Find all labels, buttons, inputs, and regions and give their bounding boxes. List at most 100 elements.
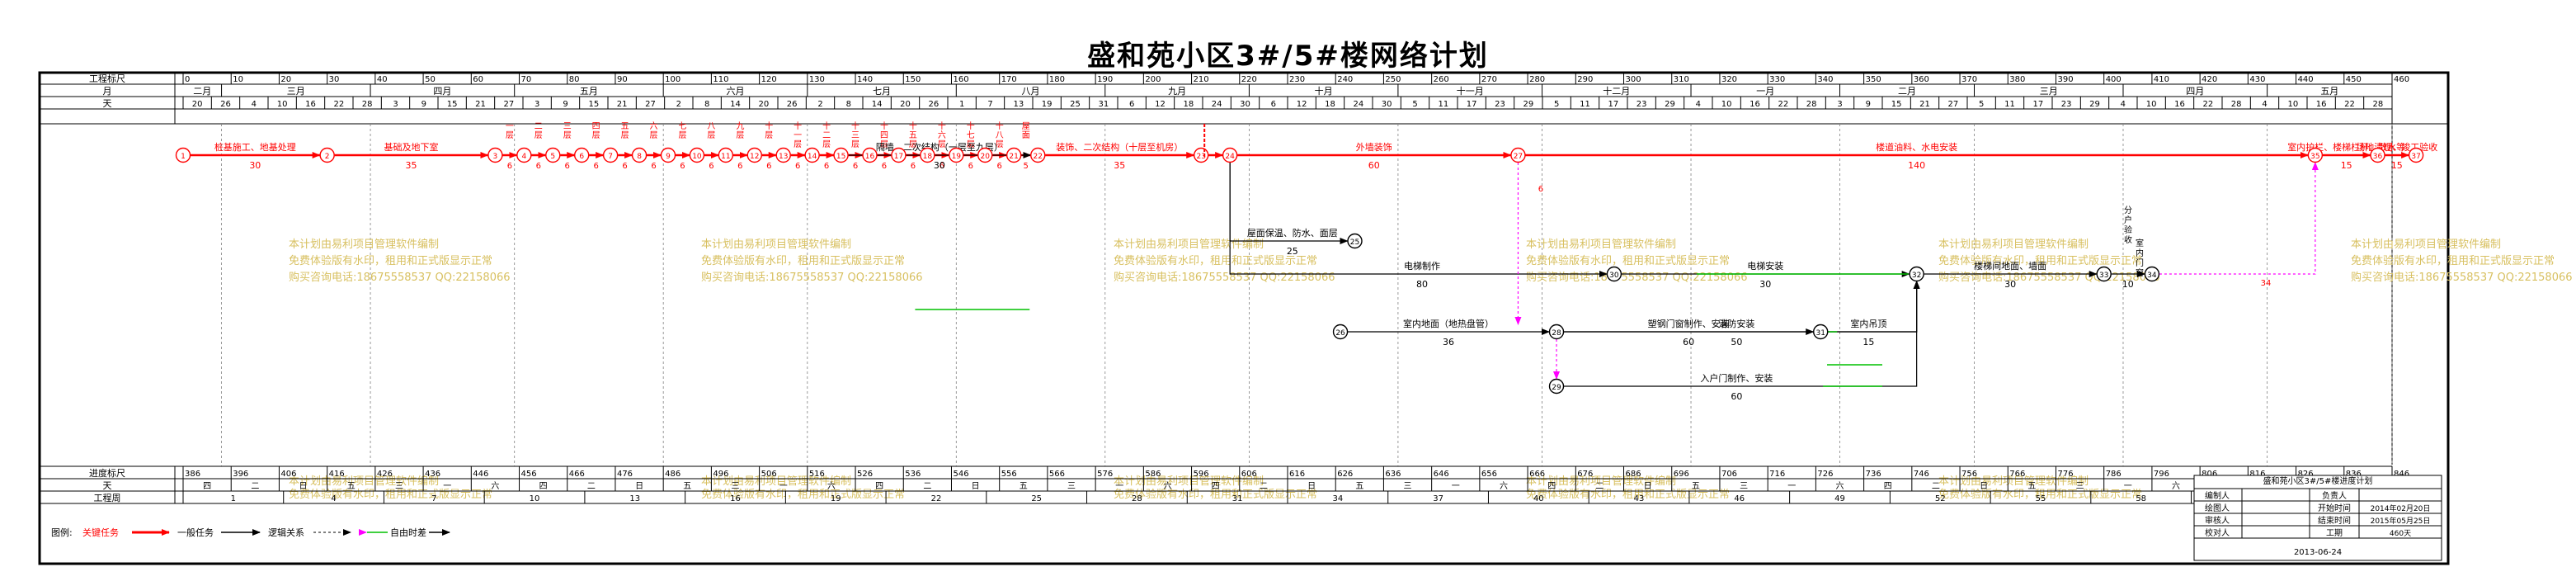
network-node[interactable] [2370, 147, 2385, 163]
week-label: 52 [1935, 494, 1946, 503]
network-node[interactable] [689, 147, 705, 163]
day-label: 10 [2146, 100, 2157, 109]
progress-scale-number: 546 [953, 470, 968, 479]
ruler-label-day: 天 [103, 98, 112, 109]
task-name: 室内地面（地热盘管） [1403, 318, 1494, 329]
network-node[interactable] [1030, 147, 1046, 163]
network-node[interactable] [718, 147, 734, 163]
task-name: 五 [909, 131, 917, 140]
task-name: 十 [822, 120, 831, 131]
task-duration: 6 [766, 162, 771, 171]
network-node[interactable] [949, 147, 964, 163]
task-name: 场地清理、竣工验收 [2356, 141, 2437, 153]
task-name: 层 [592, 130, 600, 140]
task-arrow[interactable] [1564, 281, 1920, 387]
weekday-label: 二 [1932, 482, 1940, 491]
scale-number: 370 [1961, 75, 1977, 84]
task-name: 室内吊顶 [1850, 318, 1886, 329]
task-name: 层 [563, 130, 572, 140]
network-node-number: 14 [808, 153, 817, 161]
network-node[interactable] [2408, 147, 2424, 163]
weekday-label: 一 [1115, 482, 1123, 491]
day-label: 4 [252, 100, 257, 109]
scale-number: 440 [2298, 75, 2314, 84]
watermark-text: 购买咨询电话:18675558537 QQ:22158066 [701, 271, 923, 284]
task-name: 四 [880, 131, 888, 140]
task-duration: 6 [853, 162, 858, 171]
progress-scale-number: 626 [1337, 470, 1353, 479]
network-node[interactable] [891, 147, 907, 163]
network-node-number: 34 [2147, 272, 2157, 280]
network-node[interactable] [1909, 266, 1924, 282]
day-label: 12 [1297, 100, 1307, 109]
week-label: 16 [730, 494, 741, 503]
task-name: 层 [996, 139, 1004, 149]
network-node[interactable] [804, 147, 820, 163]
week-label: 43 [1634, 494, 1645, 503]
network-node[interactable] [1813, 324, 1829, 340]
network-node[interactable] [516, 147, 532, 163]
task-name: 十 [765, 120, 773, 131]
task-arrow[interactable] [1229, 163, 1608, 277]
network-node[interactable] [487, 147, 503, 163]
scale-number: 280 [1529, 75, 1545, 84]
week-label: 37 [1433, 494, 1443, 503]
network-node[interactable] [545, 147, 561, 163]
network-node[interactable] [862, 147, 878, 163]
day-label: 22 [333, 100, 344, 109]
day-label: 27 [1947, 100, 1958, 109]
day-label: 3 [535, 100, 539, 109]
network-node[interactable] [1222, 147, 1238, 163]
watermark-text: 免费体验版有水印，租用和正式版显示正常 [1938, 254, 2142, 267]
network-node[interactable] [1347, 233, 1363, 249]
day-label: 14 [872, 100, 883, 109]
watermark-text: 本计划由易利项目管理软件编制 [289, 475, 439, 488]
network-node[interactable] [631, 147, 648, 163]
day-label: 23 [2061, 100, 2072, 109]
scale-number: 10 [233, 75, 243, 84]
progress-scale-number: 796 [2154, 470, 2169, 479]
progress-scale-number: 676 [1577, 470, 1593, 479]
day-label: 20 [192, 100, 203, 109]
network-node[interactable] [574, 147, 590, 163]
network-node[interactable] [319, 147, 335, 163]
progress-scale-number: 576 [1097, 470, 1113, 479]
network-node[interactable] [660, 147, 676, 163]
day-label: 10 [2287, 100, 2298, 109]
network-node[interactable] [1548, 324, 1565, 340]
ruler-label-scale: 工程标尺 [89, 73, 125, 84]
network-node[interactable] [920, 147, 935, 163]
watermark-text: 免费体验版有水印，租用和正式版显示正常 [1526, 254, 1730, 267]
network-node[interactable] [977, 147, 993, 163]
weekday-label: 三 [395, 482, 403, 491]
month-label: 十二月 [1603, 85, 1630, 97]
progress-scale-number: 536 [905, 470, 921, 479]
network-node[interactable] [1332, 324, 1349, 340]
vertical-task-label: 内 [2136, 248, 2144, 258]
task-name: 屋面保温、防水、面层 [1247, 227, 1338, 239]
weekday-label: 二 [587, 482, 596, 491]
day-label: 21 [617, 100, 628, 109]
network-node[interactable] [1005, 147, 1022, 163]
task-name: 十 [909, 120, 917, 131]
network-node-number: 21 [1009, 153, 1018, 161]
network-node-number: 37 [2411, 153, 2420, 161]
network-node[interactable] [2144, 266, 2160, 282]
network-node[interactable] [602, 147, 619, 163]
scale-number: 90 [617, 75, 628, 84]
network-node[interactable] [833, 147, 849, 163]
task-name: 层 [967, 139, 975, 149]
network-node-number: 18 [923, 153, 933, 161]
progress-scale-number: 456 [521, 470, 537, 479]
network-node[interactable] [175, 147, 191, 163]
network-node[interactable] [2307, 147, 2324, 163]
network-node[interactable] [2096, 266, 2112, 282]
network-node[interactable] [1606, 266, 1622, 282]
network-node[interactable] [1548, 378, 1565, 395]
network-node[interactable] [775, 147, 791, 163]
network-node[interactable] [1510, 147, 1526, 163]
network-node[interactable] [746, 147, 762, 163]
day-label: 29 [1665, 100, 1675, 109]
scale-number: 330 [1769, 75, 1785, 84]
